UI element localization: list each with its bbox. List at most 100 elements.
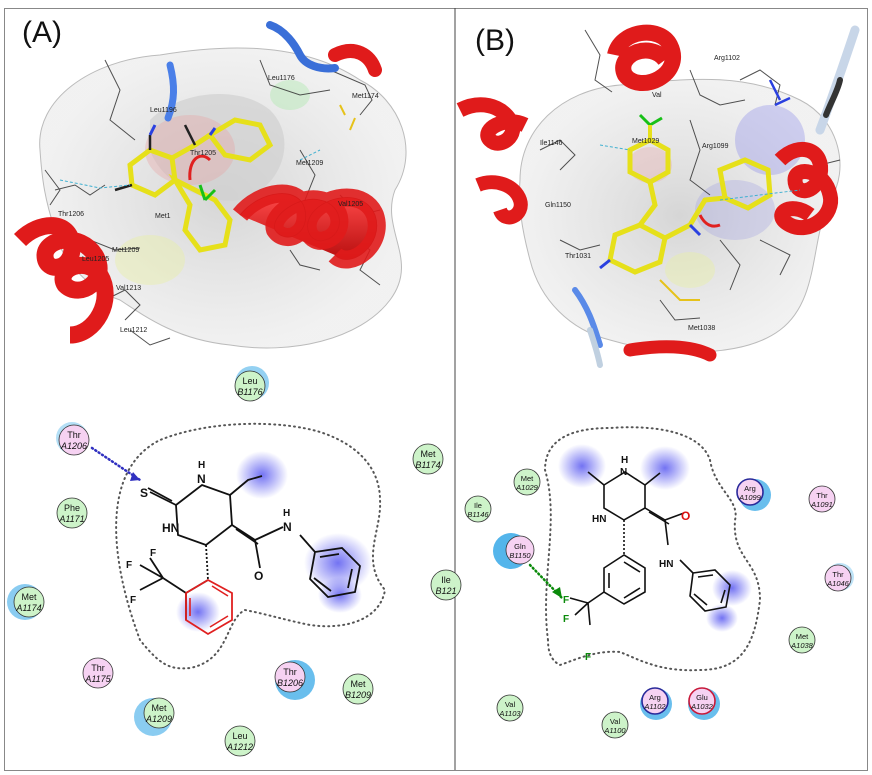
- label-3d: Leu1196: [150, 107, 177, 114]
- svg-text:A1212: A1212: [226, 742, 253, 752]
- residue-disc: Thr B1206: [274, 660, 315, 700]
- svg-text:A1171: A1171: [58, 514, 84, 524]
- label-3d: Ile1146: [540, 140, 563, 147]
- atom-f: F: [130, 595, 136, 606]
- svg-text:B121: B121: [435, 586, 456, 596]
- atom-hn-amide: HN: [659, 559, 673, 570]
- svg-text:Thr: Thr: [816, 491, 828, 500]
- atom-hn: HN: [592, 514, 606, 525]
- label-3d: Thr1205: [190, 150, 216, 157]
- panel-b-label: (B): [475, 24, 515, 57]
- svg-text:A1174: A1174: [15, 603, 41, 613]
- svg-text:A1102: A1102: [643, 702, 666, 711]
- residue-disc: Met A1029: [513, 468, 541, 496]
- atom-f: F: [563, 614, 569, 625]
- residue-disc: Phe A1171: [56, 497, 88, 529]
- svg-text:Leu: Leu: [232, 731, 247, 741]
- svg-text:Met: Met: [21, 592, 37, 602]
- svg-text:B1206: B1206: [277, 678, 303, 688]
- svg-text:A1091: A1091: [810, 500, 833, 509]
- svg-text:A1100: A1100: [603, 726, 626, 735]
- svg-text:B1150: B1150: [509, 551, 531, 560]
- residue-disc: Thr A1206: [56, 422, 90, 456]
- svg-text:Val: Val: [505, 700, 516, 709]
- label-3d: Met1029: [632, 138, 659, 145]
- label-3d: Leu1212: [120, 327, 147, 334]
- residue-disc: Leu B1176: [234, 366, 269, 402]
- fbond-b: [528, 563, 564, 600]
- label-3d: Leu1205: [82, 256, 109, 263]
- label-3d: Met1038: [688, 325, 715, 332]
- svg-text:A1103: A1103: [498, 709, 521, 718]
- residue-disc: Gln B1150: [493, 533, 535, 569]
- atom-n-amide: N: [283, 520, 292, 534]
- residue-disc: Thr A1175: [82, 657, 114, 689]
- label-3d: Gln1150: [545, 202, 571, 209]
- svg-text:A1038: A1038: [790, 641, 814, 650]
- svg-text:Ile: Ile: [441, 575, 451, 585]
- residue-disc: Thr A1091: [808, 485, 836, 513]
- residue-disc: Arg A1102: [640, 687, 672, 720]
- atom-h-amide: H: [283, 508, 290, 519]
- atom-f: F: [126, 560, 132, 571]
- svg-text:B1176: B1176: [237, 387, 262, 397]
- svg-text:Arg: Arg: [744, 484, 756, 493]
- atom-s: S: [140, 486, 148, 500]
- pocket-contour-b: [543, 426, 762, 672]
- svg-text:A1029: A1029: [515, 483, 539, 492]
- residue-disc: Val A1103: [496, 694, 524, 722]
- svg-text:Thr: Thr: [91, 663, 105, 673]
- atom-o: O: [254, 569, 263, 583]
- atom-f: F: [585, 652, 591, 663]
- hbond-a: [90, 446, 142, 482]
- svg-text:Ile: Ile: [474, 501, 482, 510]
- residue-disc: Met A1209: [134, 697, 175, 736]
- svg-text:Thr: Thr: [283, 667, 297, 677]
- label-3d: Val1205: [338, 201, 363, 208]
- svg-text:Met: Met: [420, 449, 436, 459]
- panel-a-label: (A): [22, 16, 62, 49]
- residue-disc: Met B1174: [412, 443, 444, 475]
- atom-n: N: [620, 467, 627, 478]
- panel-a: (A): [7, 16, 462, 757]
- label-3d: Thr1031: [565, 253, 591, 260]
- svg-text:Glu: Glu: [696, 693, 708, 702]
- panel-b: (B): [456, 24, 860, 739]
- label-3d: Met1209: [296, 160, 323, 167]
- panel-a-3d-render: Leu1176 Met1174 Leu1196 Thr1205 Met1209 …: [13, 21, 407, 349]
- label-3d: Arg1102: [714, 55, 740, 62]
- svg-text:B1209: B1209: [345, 690, 371, 700]
- svg-text:A1206: A1206: [60, 441, 87, 451]
- atom-n: N: [197, 472, 206, 486]
- svg-text:A1046: A1046: [826, 579, 850, 588]
- svg-text:Phe: Phe: [64, 503, 80, 513]
- svg-text:Arg: Arg: [649, 693, 661, 702]
- atom-f: F: [563, 595, 569, 606]
- svg-text:Met: Met: [521, 474, 534, 483]
- label-3d: Met1: [155, 213, 171, 220]
- residue-disc: Met B1209: [342, 673, 374, 705]
- residue-disc: Val A1100: [601, 711, 629, 739]
- svg-text:Met: Met: [350, 679, 366, 689]
- panel-b-2d-diagram: H N HN O HN F F F Met A1029 Arg A1099 Th…: [464, 426, 854, 739]
- label-3d: Val: [652, 92, 662, 99]
- svg-text:B1146: B1146: [467, 510, 489, 519]
- svg-text:A1209: A1209: [145, 714, 172, 724]
- atom-h: H: [621, 455, 628, 466]
- svg-text:A1175: A1175: [84, 674, 111, 684]
- residue-disc: Ile B1146: [464, 495, 492, 523]
- label-3d: Val1213: [116, 285, 141, 292]
- svg-text:Gln: Gln: [514, 542, 526, 551]
- svg-text:Met: Met: [151, 703, 167, 713]
- svg-text:A1032: A1032: [690, 702, 714, 711]
- residue-disc: Leu A1212: [224, 725, 256, 757]
- svg-text:Thr: Thr: [67, 430, 81, 440]
- panel-borders: [4, 8, 868, 771]
- panel-a-2d-diagram: S H N HN H N O F F F Leu B1176 Thr A1206: [7, 366, 462, 757]
- residue-disc: Met A1174: [7, 584, 45, 620]
- residue-disc: Met A1038: [788, 626, 816, 654]
- svg-text:Val: Val: [610, 717, 621, 726]
- atom-h: H: [198, 460, 205, 471]
- svg-text:B1174: B1174: [415, 460, 440, 470]
